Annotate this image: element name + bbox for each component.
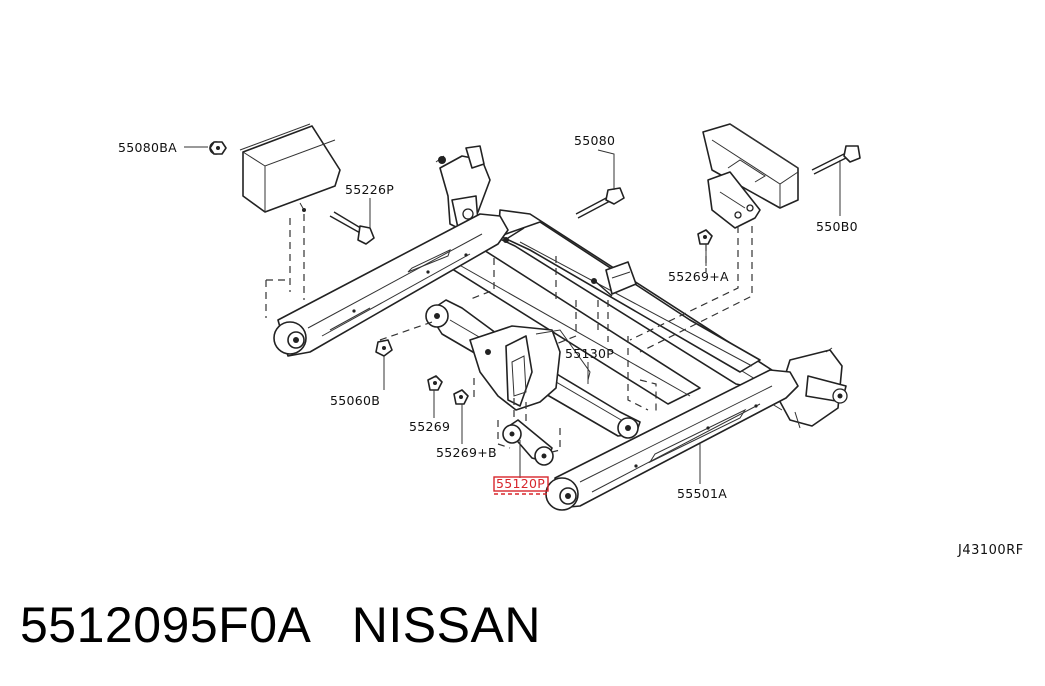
label-55120P[interactable]: 55120P — [496, 476, 545, 491]
bolt-550B0 — [811, 145, 861, 175]
part-number-caption: 5512095F0A NISSAN — [20, 597, 541, 653]
bolt-center — [591, 278, 613, 297]
label-55080[interactable]: 55080 — [574, 133, 615, 148]
right-body-rail — [702, 123, 799, 209]
nut-55060B — [375, 339, 393, 357]
reference-code: J43100RF — [958, 543, 1024, 558]
label-55226P[interactable]: 55226P — [345, 182, 394, 197]
bolt-55226P — [329, 211, 375, 245]
rear-subframe — [424, 209, 776, 405]
label-55501A[interactable]: 55501A — [677, 486, 727, 501]
leader-lines — [184, 146, 841, 484]
nut-55269 — [427, 375, 443, 391]
label-55060B[interactable]: 55060B — [330, 393, 380, 408]
right-mount-bracket — [707, 171, 761, 229]
bolt-left-rail — [503, 227, 525, 243]
highlight-box-55120P — [493, 476, 549, 492]
label-550B0[interactable]: 550B0 — [816, 219, 858, 234]
label-55269[interactable]: 55269 — [409, 419, 450, 434]
label-55269B[interactable]: 55269+B — [436, 445, 497, 460]
left-knuckle — [435, 145, 491, 231]
label-55130P[interactable]: 55130P — [565, 346, 614, 361]
label-55269A[interactable]: 55269+A — [668, 269, 729, 284]
right-lower-link — [545, 369, 799, 511]
diff-mount-bracket — [469, 325, 591, 411]
left-body-rail — [239, 123, 341, 213]
right-knuckle — [771, 347, 848, 429]
assembly-dashed-lines — [265, 214, 753, 453]
bolt-55080BA — [209, 141, 227, 155]
label-55080BA[interactable]: 55080BA — [118, 140, 177, 155]
nut-55269B — [453, 389, 469, 405]
nut-55269A — [697, 229, 713, 245]
bolt-55080 — [575, 187, 625, 219]
left-lower-link — [273, 213, 509, 357]
toe-link-55120 — [502, 419, 554, 466]
